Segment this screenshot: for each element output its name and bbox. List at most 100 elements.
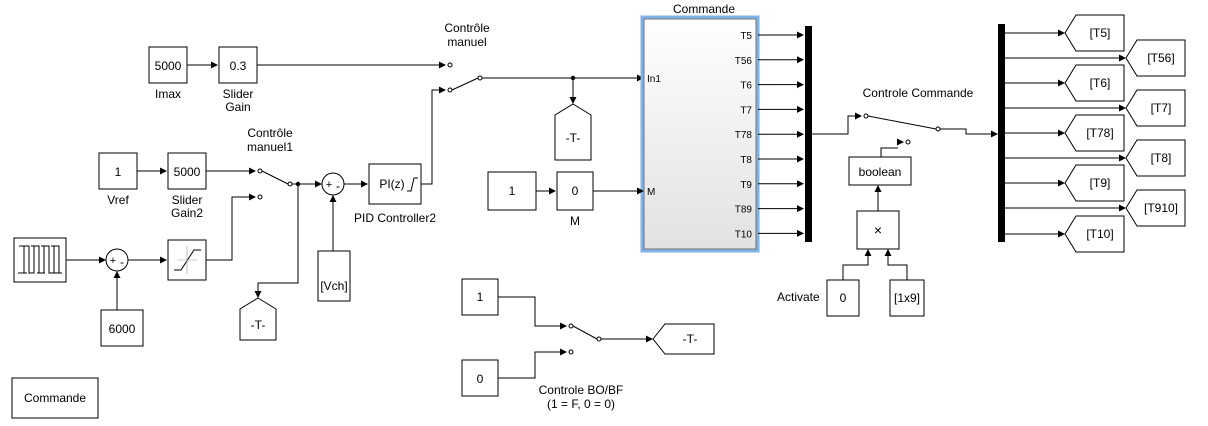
arrow: [439, 86, 446, 94]
arrow: [897, 138, 904, 146]
product-block[interactable]: ×: [856, 210, 900, 250]
constant-6000-block[interactable]: 6000: [100, 309, 144, 347]
pulse-generator-block[interactable]: [13, 237, 67, 283]
arrow: [1058, 230, 1065, 238]
subsystem-port-m: M: [647, 187, 655, 198]
goto-t-block-2[interactable]: -T-: [239, 297, 277, 341]
pid-label: PID Controller2: [354, 211, 436, 225]
wire: [940, 128, 992, 135]
demux-bar: [998, 24, 1005, 242]
goto-tag-block[interactable]: [T7]: [1125, 89, 1186, 127]
vref-value: 1: [115, 165, 122, 179]
arrow: [797, 130, 804, 138]
slider-gain-value: 0.3: [230, 59, 247, 73]
goto-t-block[interactable]: -T-: [554, 103, 592, 161]
controle-commande-label: Controle Commande: [863, 86, 974, 100]
vch-from-block[interactable]: [Vch]: [317, 250, 351, 302]
vch-label: [Vch]: [320, 279, 347, 293]
arrow: [160, 167, 167, 175]
arrow: [874, 185, 882, 192]
constant-m-block[interactable]: 0: [556, 171, 594, 211]
arrow: [1058, 29, 1065, 37]
goto-tag-block[interactable]: [T8]: [1125, 139, 1186, 177]
switch2-label: Contrôle: [247, 126, 293, 140]
goto-tag-block[interactable]: [T78]: [1064, 114, 1125, 152]
const-one-value: 1: [509, 184, 516, 198]
arrow: [569, 97, 577, 104]
slider-gain2-block[interactable]: 5000: [167, 152, 207, 190]
goto-tag-block[interactable]: [T910]: [1125, 189, 1186, 227]
wire: [421, 89, 440, 185]
bobf-manual-switch[interactable]: [568, 323, 602, 355]
wire: [498, 296, 561, 327]
arrow: [797, 56, 804, 64]
imax-constant-block[interactable]: 5000: [148, 46, 188, 84]
goto-tag-block[interactable]: [T5]: [1064, 14, 1125, 52]
goto-tag-block[interactable]: [T56]: [1125, 39, 1186, 77]
sum2-minus: -: [120, 255, 124, 269]
arrow: [249, 193, 256, 201]
arrow: [329, 195, 337, 202]
goto-tag-label: [T9]: [1090, 176, 1111, 190]
goto-tag-block[interactable]: [T10]: [1064, 215, 1125, 253]
manual-switch-controle-manuel[interactable]: [447, 62, 483, 93]
bobf-constant-0-block[interactable]: 0: [461, 359, 499, 397]
wire: [842, 255, 869, 288]
arrow: [1119, 154, 1126, 162]
goto-t-label: -T-: [566, 131, 581, 145]
boolean-conversion-block[interactable]: boolean: [848, 156, 912, 186]
arrow: [254, 291, 262, 298]
arrow: [646, 335, 653, 343]
controle-commande-switch[interactable]: [863, 113, 941, 145]
arrow: [797, 105, 804, 113]
wire: [498, 351, 561, 379]
pid-controller-block[interactable]: PI(z): [368, 163, 422, 205]
saturation-block[interactable]: [167, 239, 207, 281]
wire: [257, 184, 299, 292]
manual-switch-controle-manuel1[interactable]: [257, 168, 293, 200]
goto-tag-label: [T910]: [1144, 201, 1178, 215]
subsystem-output-port: T89: [735, 205, 753, 216]
const-m-value: 0: [572, 184, 579, 198]
product-symbol: ×: [874, 222, 882, 238]
commande-button-label: Commande: [24, 391, 86, 405]
arrow: [855, 112, 862, 120]
goto-tag-block[interactable]: [T9]: [1064, 164, 1125, 202]
constant-one-block[interactable]: 1: [487, 171, 537, 211]
arrow: [113, 271, 121, 278]
wire: [880, 147, 898, 157]
subsystem-title: Commande: [673, 2, 735, 16]
switch1-label-2: manuel: [447, 35, 486, 49]
activate-label: Activate: [777, 290, 820, 304]
slider-gain-block[interactable]: 0.3: [218, 46, 258, 84]
commande-annotation-button[interactable]: Commande: [11, 377, 99, 419]
vref-constant-block[interactable]: 1: [98, 152, 138, 190]
goto-tag-blocks: [T5][T56][T6][T7][T78] [T8] [T9] [T910] [T10…: [1064, 14, 1186, 253]
bobf-goto-block[interactable]: -T-: [652, 323, 715, 355]
arrow: [991, 130, 998, 138]
slider-gain2-label-2: Gain2: [171, 206, 203, 220]
switch2-label-2: manuel1: [247, 140, 293, 154]
constant-1x9-block[interactable]: [1x9]: [889, 279, 925, 317]
goto-tag-block[interactable]: [T6]: [1064, 64, 1125, 102]
slider-gain-label-2: Gain: [225, 100, 250, 114]
bobf-label: Controle BO/BF: [539, 383, 624, 397]
subsystem-output-port: T9: [740, 180, 752, 191]
activate-constant-block[interactable]: 0: [826, 279, 860, 317]
sum-block[interactable]: + -: [321, 172, 345, 196]
goto-tag-label: [T8]: [1151, 151, 1172, 165]
arrow: [99, 256, 106, 264]
subsystem-output-port: T6: [740, 81, 752, 92]
arrow: [315, 180, 322, 188]
arrow: [1058, 179, 1065, 187]
bobf-constant-1-block[interactable]: 1: [461, 278, 499, 316]
arrow: [1058, 79, 1065, 87]
const-6000-value: 6000: [109, 322, 136, 336]
vref-label: Vref: [107, 193, 129, 207]
arrow: [864, 249, 872, 256]
sum-block-2[interactable]: + -: [105, 248, 129, 272]
arrow: [361, 180, 368, 188]
boolean-label: boolean: [859, 165, 902, 179]
bobf-const-1-value: 1: [477, 290, 484, 304]
